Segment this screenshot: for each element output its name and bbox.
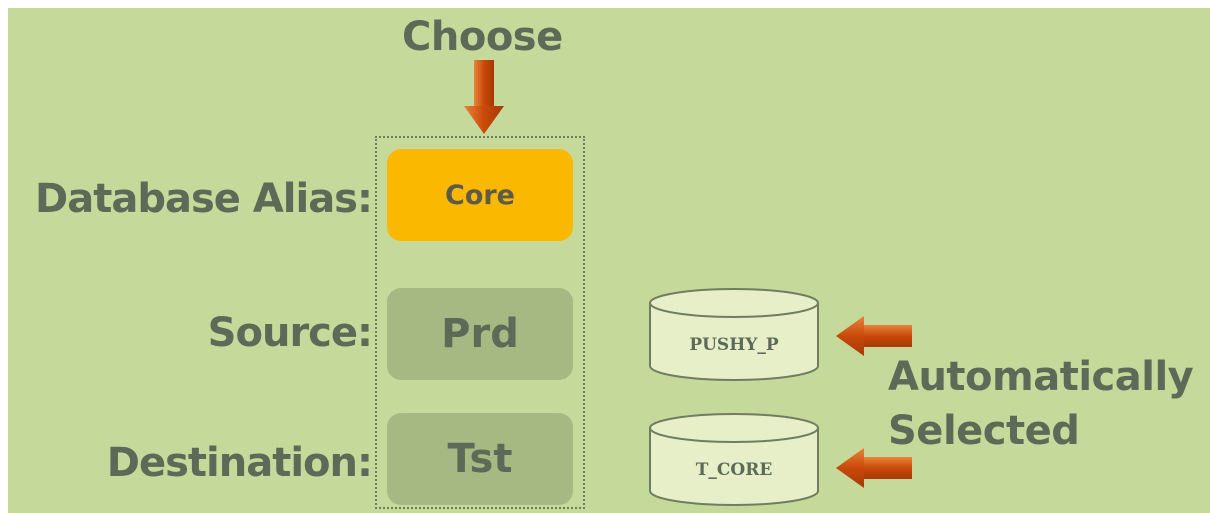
- automatically-selected-line1: Automatically: [888, 354, 1194, 400]
- source-value-box: Prd: [387, 288, 573, 380]
- destination-label: Destination:: [106, 440, 373, 486]
- database-name-t-core: T_CORE: [696, 460, 773, 480]
- automatically-selected-label: Automatically Selected: [888, 350, 1194, 458]
- arrow-down-icon: [464, 60, 504, 134]
- database-alias-value-box[interactable]: Core: [387, 149, 573, 241]
- arrow-left-icon: [836, 448, 912, 488]
- destination-value-box: Tst: [387, 413, 573, 505]
- arrow-left-icon: [836, 316, 912, 356]
- selection-frame: [375, 136, 585, 509]
- database-name-pushy-p: PUSHY_P: [689, 335, 779, 355]
- database-cylinder-icon: T_CORE: [649, 413, 819, 506]
- source-label: Source:: [207, 310, 373, 356]
- database-cylinder-icon: PUSHY_P: [649, 288, 819, 381]
- choose-label: Choose: [402, 14, 563, 60]
- automatically-selected-line2: Selected: [888, 408, 1080, 454]
- diagram-canvas: [8, 8, 1210, 513]
- database-alias-label: Database Alias:: [35, 176, 373, 222]
